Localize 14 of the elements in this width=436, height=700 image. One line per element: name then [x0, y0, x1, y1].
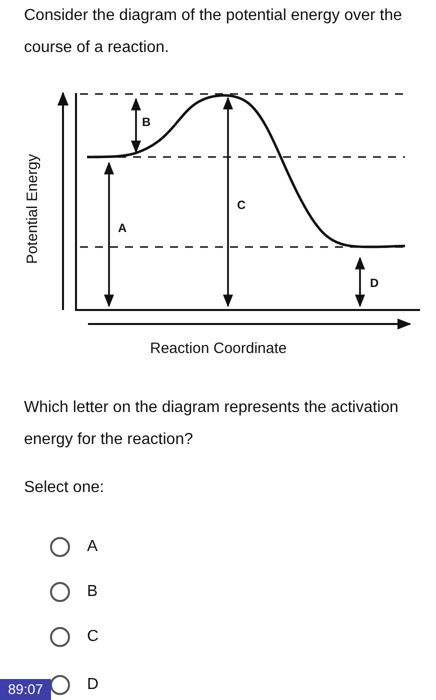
- curve-letter: A: [118, 221, 127, 235]
- curve-letter: B: [142, 115, 151, 129]
- question-text: Which letter on the diagram represents the activation energy for the reaction?: [24, 398, 400, 450]
- option-label: A: [87, 537, 98, 557]
- curve-letter: D: [370, 276, 379, 290]
- axis-label: Reaction Coordinate: [150, 340, 287, 358]
- instruction-text: Select one:: [24, 478, 104, 498]
- curve-letter: C: [237, 198, 246, 212]
- option-label: B: [87, 582, 98, 602]
- timer-badge: 89:07: [0, 679, 52, 700]
- axis-label: Potential Energy: [24, 154, 42, 264]
- option-label: D: [87, 675, 99, 695]
- option-label: C: [87, 627, 99, 647]
- question-text: Consider the diagram of the potential energy over the course of a reaction.: [24, 6, 404, 58]
